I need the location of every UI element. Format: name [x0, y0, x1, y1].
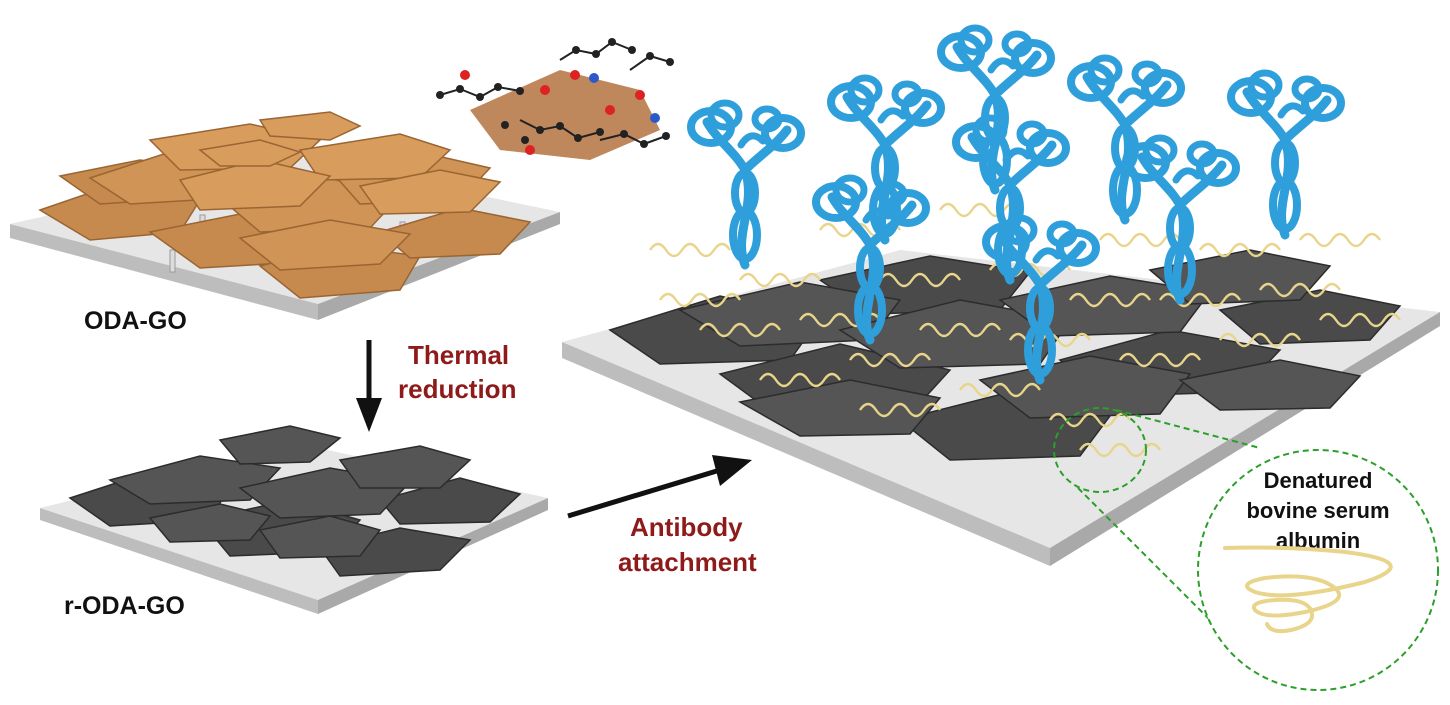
functionalized-surface	[562, 28, 1440, 566]
arrow-down	[356, 340, 382, 432]
zoom-inset: Denatured bovine serum albumin	[1053, 407, 1439, 691]
label-denatured: Denatured	[1264, 468, 1373, 493]
label-reduction: reduction	[398, 374, 516, 404]
label-antibody: Antibody	[630, 512, 743, 542]
molecular-structure	[436, 38, 674, 160]
label-attachment: attachment	[618, 547, 757, 577]
oda-go-stack: ODA-GO	[10, 111, 560, 335]
r-oda-go-stack: r-ODA-GO	[40, 425, 548, 620]
label-thermal: Thermal	[408, 340, 509, 370]
label-oda-go: ODA-GO	[84, 307, 187, 335]
arrow-diagonal	[567, 455, 752, 519]
label-r-oda-go: r-ODA-GO	[64, 592, 185, 620]
bsa-zoom-coil	[1223, 545, 1393, 634]
label-bovine-serum: bovine serum	[1246, 498, 1389, 523]
